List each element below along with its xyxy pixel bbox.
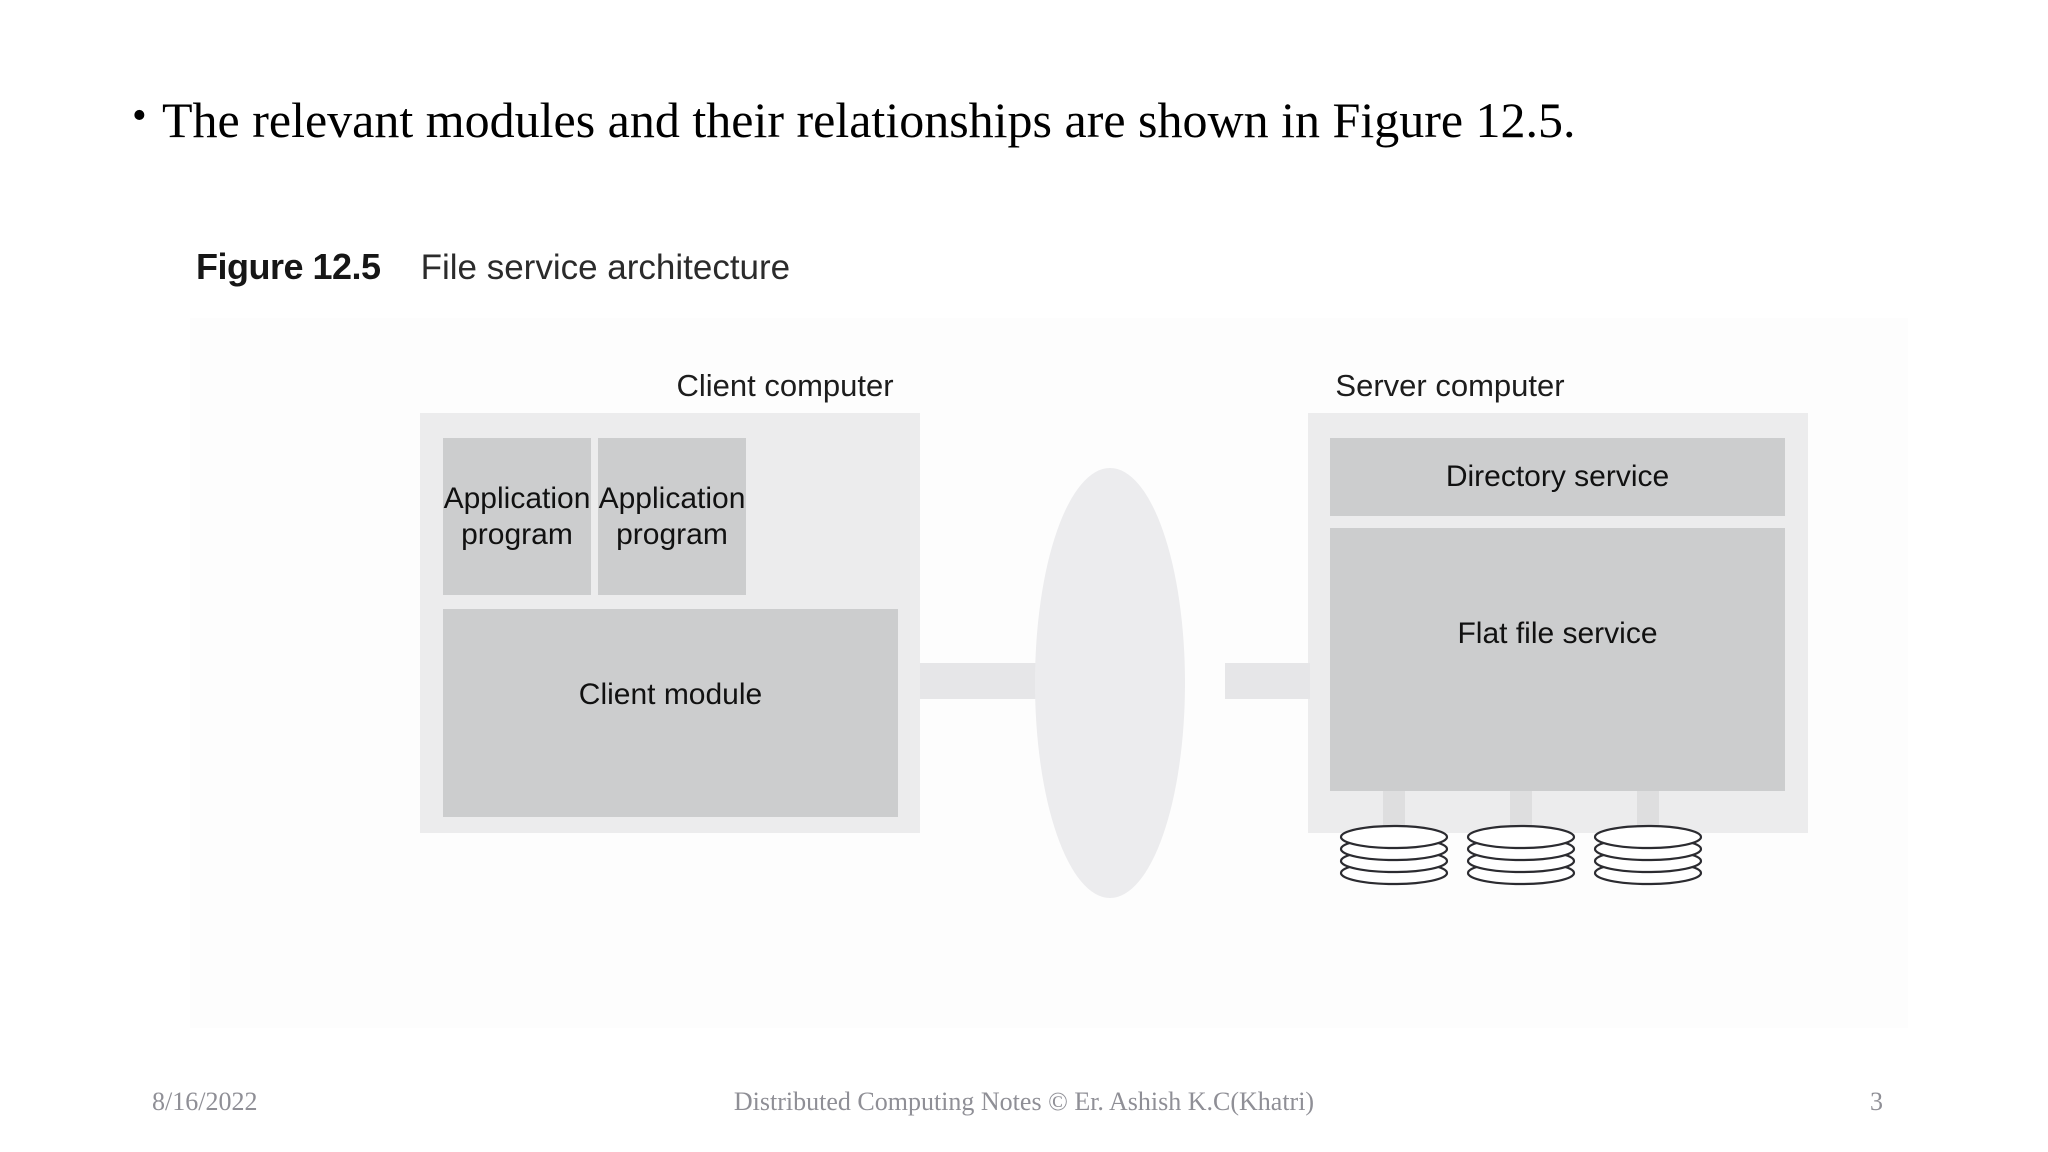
application-program-box-1: Application program xyxy=(443,438,591,595)
flat-file-service-box: Flat file service xyxy=(1330,528,1785,791)
client-module-box: Client module xyxy=(443,609,898,817)
application-program-box-2: Application program xyxy=(598,438,746,595)
disk-connector-stem-3 xyxy=(1637,791,1659,831)
disk-stack-icon-1 xyxy=(1339,824,1449,886)
client-module-label: Client module xyxy=(578,678,763,711)
figure-diagram-panel: Client computer Server computer Applicat… xyxy=(190,318,1908,1028)
figure-number: Figure 12.5 xyxy=(196,246,381,287)
disk-connector-stem-2 xyxy=(1510,791,1532,831)
directory-service-box: Directory service xyxy=(1330,438,1785,516)
footer-date: 8/16/2022 xyxy=(152,1087,258,1116)
figure-title: File service architecture xyxy=(420,248,791,287)
flat-file-service-label: Flat file service xyxy=(1457,617,1658,650)
slide-bullet-text: The relevant modules and their relations… xyxy=(162,92,1576,148)
disk-connector-stem-1 xyxy=(1383,791,1405,831)
footer-page-number: 3 xyxy=(1870,1087,1883,1116)
network-server-connector xyxy=(1225,663,1310,699)
disk-stack-icon-2 xyxy=(1466,824,1576,886)
footer-attribution: Distributed Computing Notes © Er. Ashish… xyxy=(733,1087,1315,1116)
client-computer-label: Client computer xyxy=(676,368,894,403)
disk-stack-icon-3 xyxy=(1593,824,1703,886)
application-program-label-1: Application program xyxy=(443,482,591,551)
directory-service-label: Directory service xyxy=(1445,460,1670,494)
network-ellipse-icon xyxy=(1035,468,1185,898)
server-computer-label: Server computer xyxy=(1335,368,1565,403)
bullet-marker-icon: • xyxy=(132,93,147,139)
figure-caption: Figure 12.5 File service architecture xyxy=(196,246,790,288)
slide-bullet-line: • The relevant modules and their relation… xyxy=(132,92,1962,150)
application-program-label-2: Application program xyxy=(598,482,746,551)
